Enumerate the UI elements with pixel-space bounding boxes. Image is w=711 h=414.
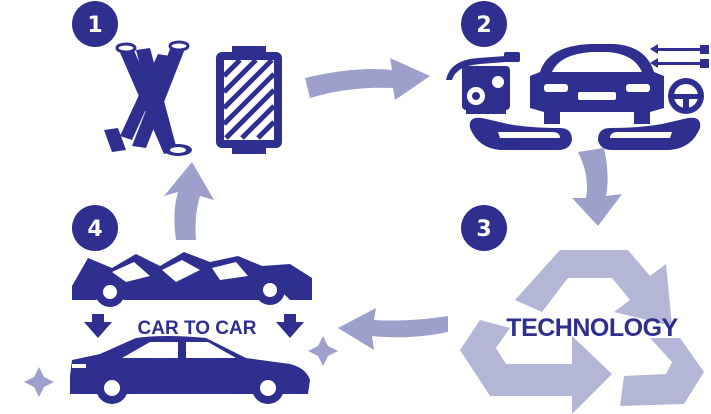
step-number: 3 bbox=[476, 217, 491, 242]
step-number: 2 bbox=[476, 13, 491, 38]
sparkle-icon bbox=[24, 367, 54, 397]
crushed-car-icon bbox=[72, 252, 312, 307]
car-to-car-label: CAR TO CAR bbox=[138, 318, 257, 339]
arrow-step2-to-step3 bbox=[572, 148, 622, 226]
step-number: 4 bbox=[87, 217, 102, 242]
sparkle-icon bbox=[308, 336, 338, 366]
down-arrow-icon bbox=[276, 314, 304, 338]
technology-label: TECHNOLOGY bbox=[506, 314, 678, 342]
arrow-step3-to-step4 bbox=[338, 308, 448, 350]
step-1: 1 bbox=[72, 1, 282, 156]
raw-materials-icon bbox=[104, 42, 282, 156]
car-parts-assembly-icon bbox=[446, 44, 709, 150]
down-arrow-icon bbox=[84, 314, 112, 338]
step-3: 3 TECHNOLOGY bbox=[460, 205, 704, 414]
new-car-icon bbox=[70, 336, 310, 404]
step-number: 1 bbox=[87, 13, 102, 38]
step-2: 2 bbox=[446, 1, 709, 150]
arrow-step4-to-step1 bbox=[164, 162, 214, 240]
arrow-step1-to-step2 bbox=[305, 58, 430, 100]
